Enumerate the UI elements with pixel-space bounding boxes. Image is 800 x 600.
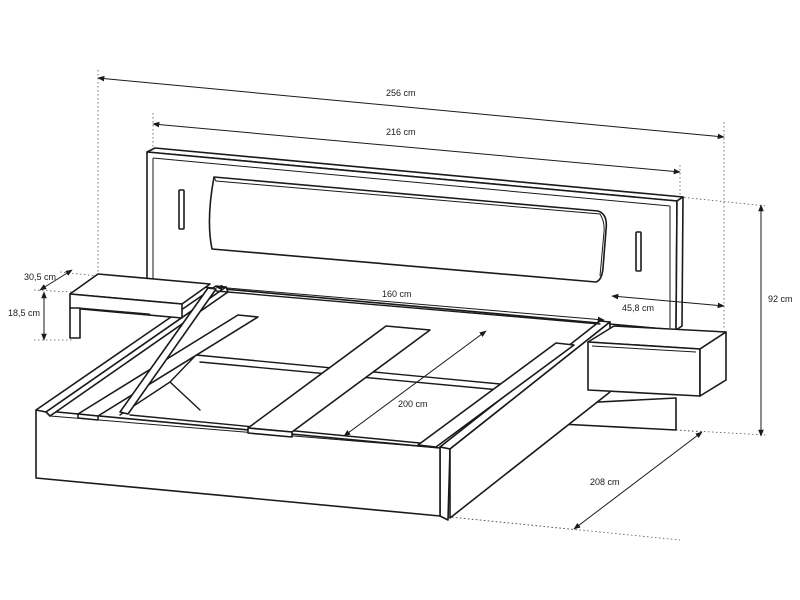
dim-height: 92 cm xyxy=(758,204,793,437)
reading-light-right xyxy=(635,231,642,272)
headboard-cushion xyxy=(208,176,608,283)
label-overall-length: 208 cm xyxy=(590,477,620,487)
nightstand-right xyxy=(587,325,727,397)
dim-mattress-length: 200 cm xyxy=(343,330,487,437)
label-nightstand-width: 45,8 cm xyxy=(622,303,654,313)
label-overall-width: 256 cm xyxy=(386,88,416,98)
reading-light-left xyxy=(178,189,185,230)
dim-nightstand-height: 18,5 cm xyxy=(8,291,47,341)
label-height: 92 cm xyxy=(768,294,793,304)
label-nightstand-height: 18,5 cm xyxy=(8,308,40,318)
dim-headboard-width: 216 cm xyxy=(152,121,681,175)
label-headboard-width: 216 cm xyxy=(386,127,416,137)
dim-nightstand-width: 45,8 cm xyxy=(611,293,725,313)
dim-overall-length: 208 cm xyxy=(573,431,703,530)
dim-mattress-width: 160 cm xyxy=(215,284,605,323)
label-mattress-length: 200 cm xyxy=(398,399,428,409)
label-mattress-width: 160 cm xyxy=(382,289,412,299)
nightstand-left xyxy=(69,273,211,339)
label-nightstand-depth: 30,5 cm xyxy=(24,272,56,282)
dim-nightstand-depth: 30,5 cm xyxy=(24,269,73,291)
